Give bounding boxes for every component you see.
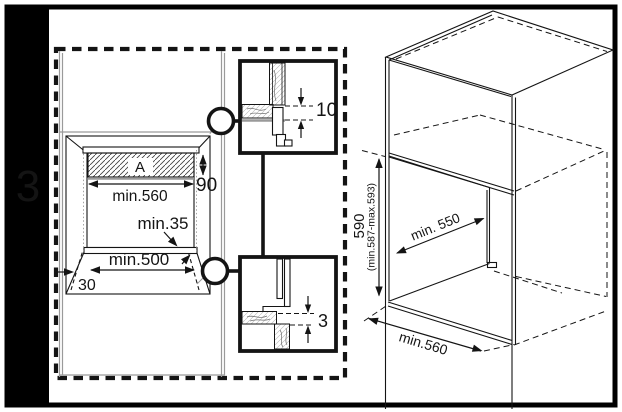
dim-niche-depth-label: min. 550 [408, 210, 462, 243]
dim-niche-width-label: min.560 [397, 328, 450, 358]
oven-flange-top [271, 106, 284, 136]
niche-back-top-edge [388, 155, 490, 189]
hidden-edges-dashed [361, 16, 608, 352]
wood-shelf-horizontal [241, 311, 277, 325]
dim-niche-height: 590 (min.587-max.593) [351, 158, 383, 297]
dim-vent-depth: min.35 [137, 214, 194, 265]
detail-bottom-box: 3 [238, 255, 338, 353]
dim-corner-cut: 30 [57, 268, 96, 294]
dim-niche-height-label: 590 [351, 213, 368, 238]
wood-shelf-vertical [274, 323, 290, 350]
cabinet-structure-lines [58, 51, 226, 377]
cabinet-3d [361, 10, 615, 409]
niche-front-view [65, 135, 211, 295]
vent-insert-label: A [135, 159, 145, 176]
callout-bottom-circle [200, 256, 230, 286]
niche-outer-frame [65, 135, 211, 295]
dim-niche-height-range-label: (min.587-max.593) [366, 183, 378, 271]
detail-bottom-gap-label: 3 [318, 311, 328, 331]
dim-corner-cut-label: 30 [78, 277, 96, 294]
detail-top-gap-label: 10 [316, 100, 337, 121]
dim-niche-depth: min. 550 [394, 210, 486, 257]
step-sidebar [7, 7, 49, 405]
page-frame: 3 [4, 4, 618, 408]
dim-vent-height: 90 [196, 154, 217, 196]
dim-niche-width: min.560 [366, 314, 484, 358]
dim-vent-height-label: 90 [196, 175, 217, 196]
wood-panel-vertical [269, 62, 286, 106]
callout-links [196, 106, 265, 286]
build-in-area-outline [53, 46, 348, 381]
wood-panel-horizontal [241, 104, 274, 119]
dim-top-width-label: min.560 [112, 188, 168, 205]
callout-top-circle [206, 106, 236, 136]
oven-door-edge [276, 258, 284, 300]
shelf-notch [486, 261, 498, 269]
detail-top-box: 10 [238, 59, 338, 155]
top-lath [82, 146, 200, 154]
dim-vent-depth-label: min.35 [137, 214, 188, 233]
dim-bottom-width: min.500 [90, 250, 195, 274]
dashed-envelope [53, 46, 348, 381]
top-face [384, 10, 615, 96]
dim-top-width: min.560 [88, 180, 194, 205]
step-number: 3 [16, 162, 40, 211]
dim-bottom-width-label: min.500 [109, 250, 169, 269]
bottom-lath [83, 246, 198, 255]
niche-floor-back-edge [389, 262, 490, 302]
